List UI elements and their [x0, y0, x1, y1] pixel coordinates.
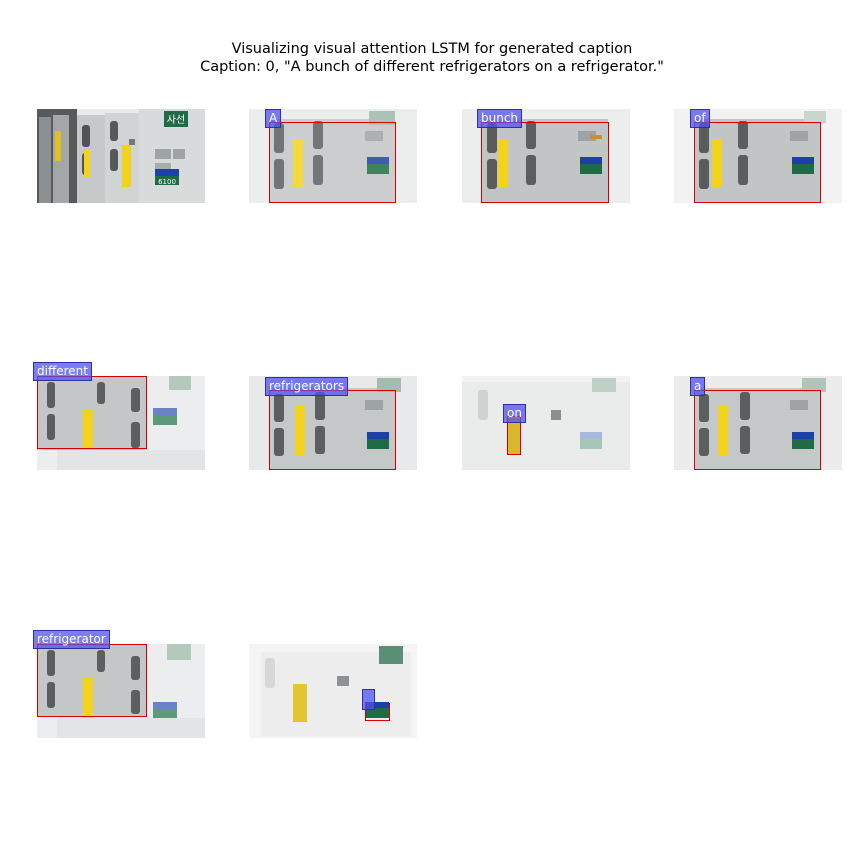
attention-photo — [462, 376, 630, 470]
attention-box — [269, 390, 396, 470]
attention-photo-drawing — [674, 376, 842, 470]
panel-word-a-lowercase: a — [674, 376, 842, 470]
attention-box — [37, 376, 147, 449]
attention-photo — [37, 644, 205, 738]
refrigerator-photo: 사선 6100 — [37, 109, 205, 203]
panel-word-a: A — [249, 109, 417, 203]
panel-word-refrigerators: refrigerators — [249, 376, 417, 470]
figure-title-line-1: Visualizing visual attention LSTM for ge… — [231, 41, 633, 57]
word-label: A — [265, 109, 282, 128]
attention-photo — [462, 109, 630, 203]
refrigerator-photo-drawing: 사선 6100 — [37, 109, 205, 203]
panel-word-bunch: bunch — [462, 109, 630, 203]
attention-photo-drawing — [249, 644, 417, 738]
attention-box — [694, 390, 821, 470]
sign-text: 사선 — [167, 114, 185, 126]
attention-photo — [674, 109, 842, 203]
attention-box — [269, 122, 396, 203]
attention-photo-drawing — [674, 109, 842, 203]
attention-photo — [37, 376, 205, 470]
word-label: of — [690, 109, 710, 128]
attention-box — [37, 644, 147, 717]
panel-end-token — [249, 644, 417, 738]
word-label: different — [33, 362, 92, 381]
panel-word-different: different — [33, 362, 205, 470]
number-plate-text: 6100 — [158, 178, 176, 186]
attention-photo — [674, 376, 842, 470]
panel-original-image: 사선 6100 — [37, 109, 205, 203]
attention-photo-drawing — [462, 109, 630, 203]
attention-box — [481, 122, 609, 203]
word-label: a — [690, 377, 706, 396]
attention-box — [365, 703, 390, 721]
figure-title-line-2: Caption: 0, "A bunch of different refrig… — [200, 59, 664, 75]
word-label: refrigerators — [265, 377, 349, 396]
attention-photo-drawing — [462, 376, 630, 470]
panel-word-of: of — [674, 109, 842, 203]
panel-word-refrigerator: refrigerator — [33, 630, 205, 738]
panel-word-on: on — [462, 376, 630, 470]
word-label: bunch — [477, 109, 523, 128]
attention-photo — [249, 644, 417, 738]
attention-photo-drawing — [37, 644, 205, 738]
word-label: on — [503, 404, 526, 423]
word-label: refrigerator — [33, 630, 110, 649]
word-label — [362, 689, 375, 710]
attention-box — [694, 122, 821, 203]
attention-photo-drawing — [37, 376, 205, 470]
